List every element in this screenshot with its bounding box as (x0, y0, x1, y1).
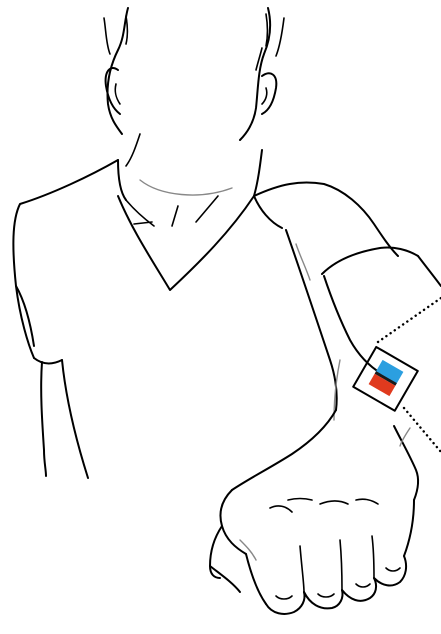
sensor-bottom (368, 373, 396, 397)
right-ear (261, 72, 278, 115)
left-ear (104, 67, 121, 115)
sensor-frame (352, 345, 419, 412)
armband-sensor-icon (352, 345, 419, 412)
hand (209, 489, 415, 615)
shirt (12, 159, 399, 479)
forearm (231, 409, 420, 501)
head (103, 7, 285, 201)
sensor-divider (374, 371, 397, 386)
callout-lines (376, 296, 441, 454)
sensor-top (375, 359, 404, 384)
armband (321, 246, 441, 375)
